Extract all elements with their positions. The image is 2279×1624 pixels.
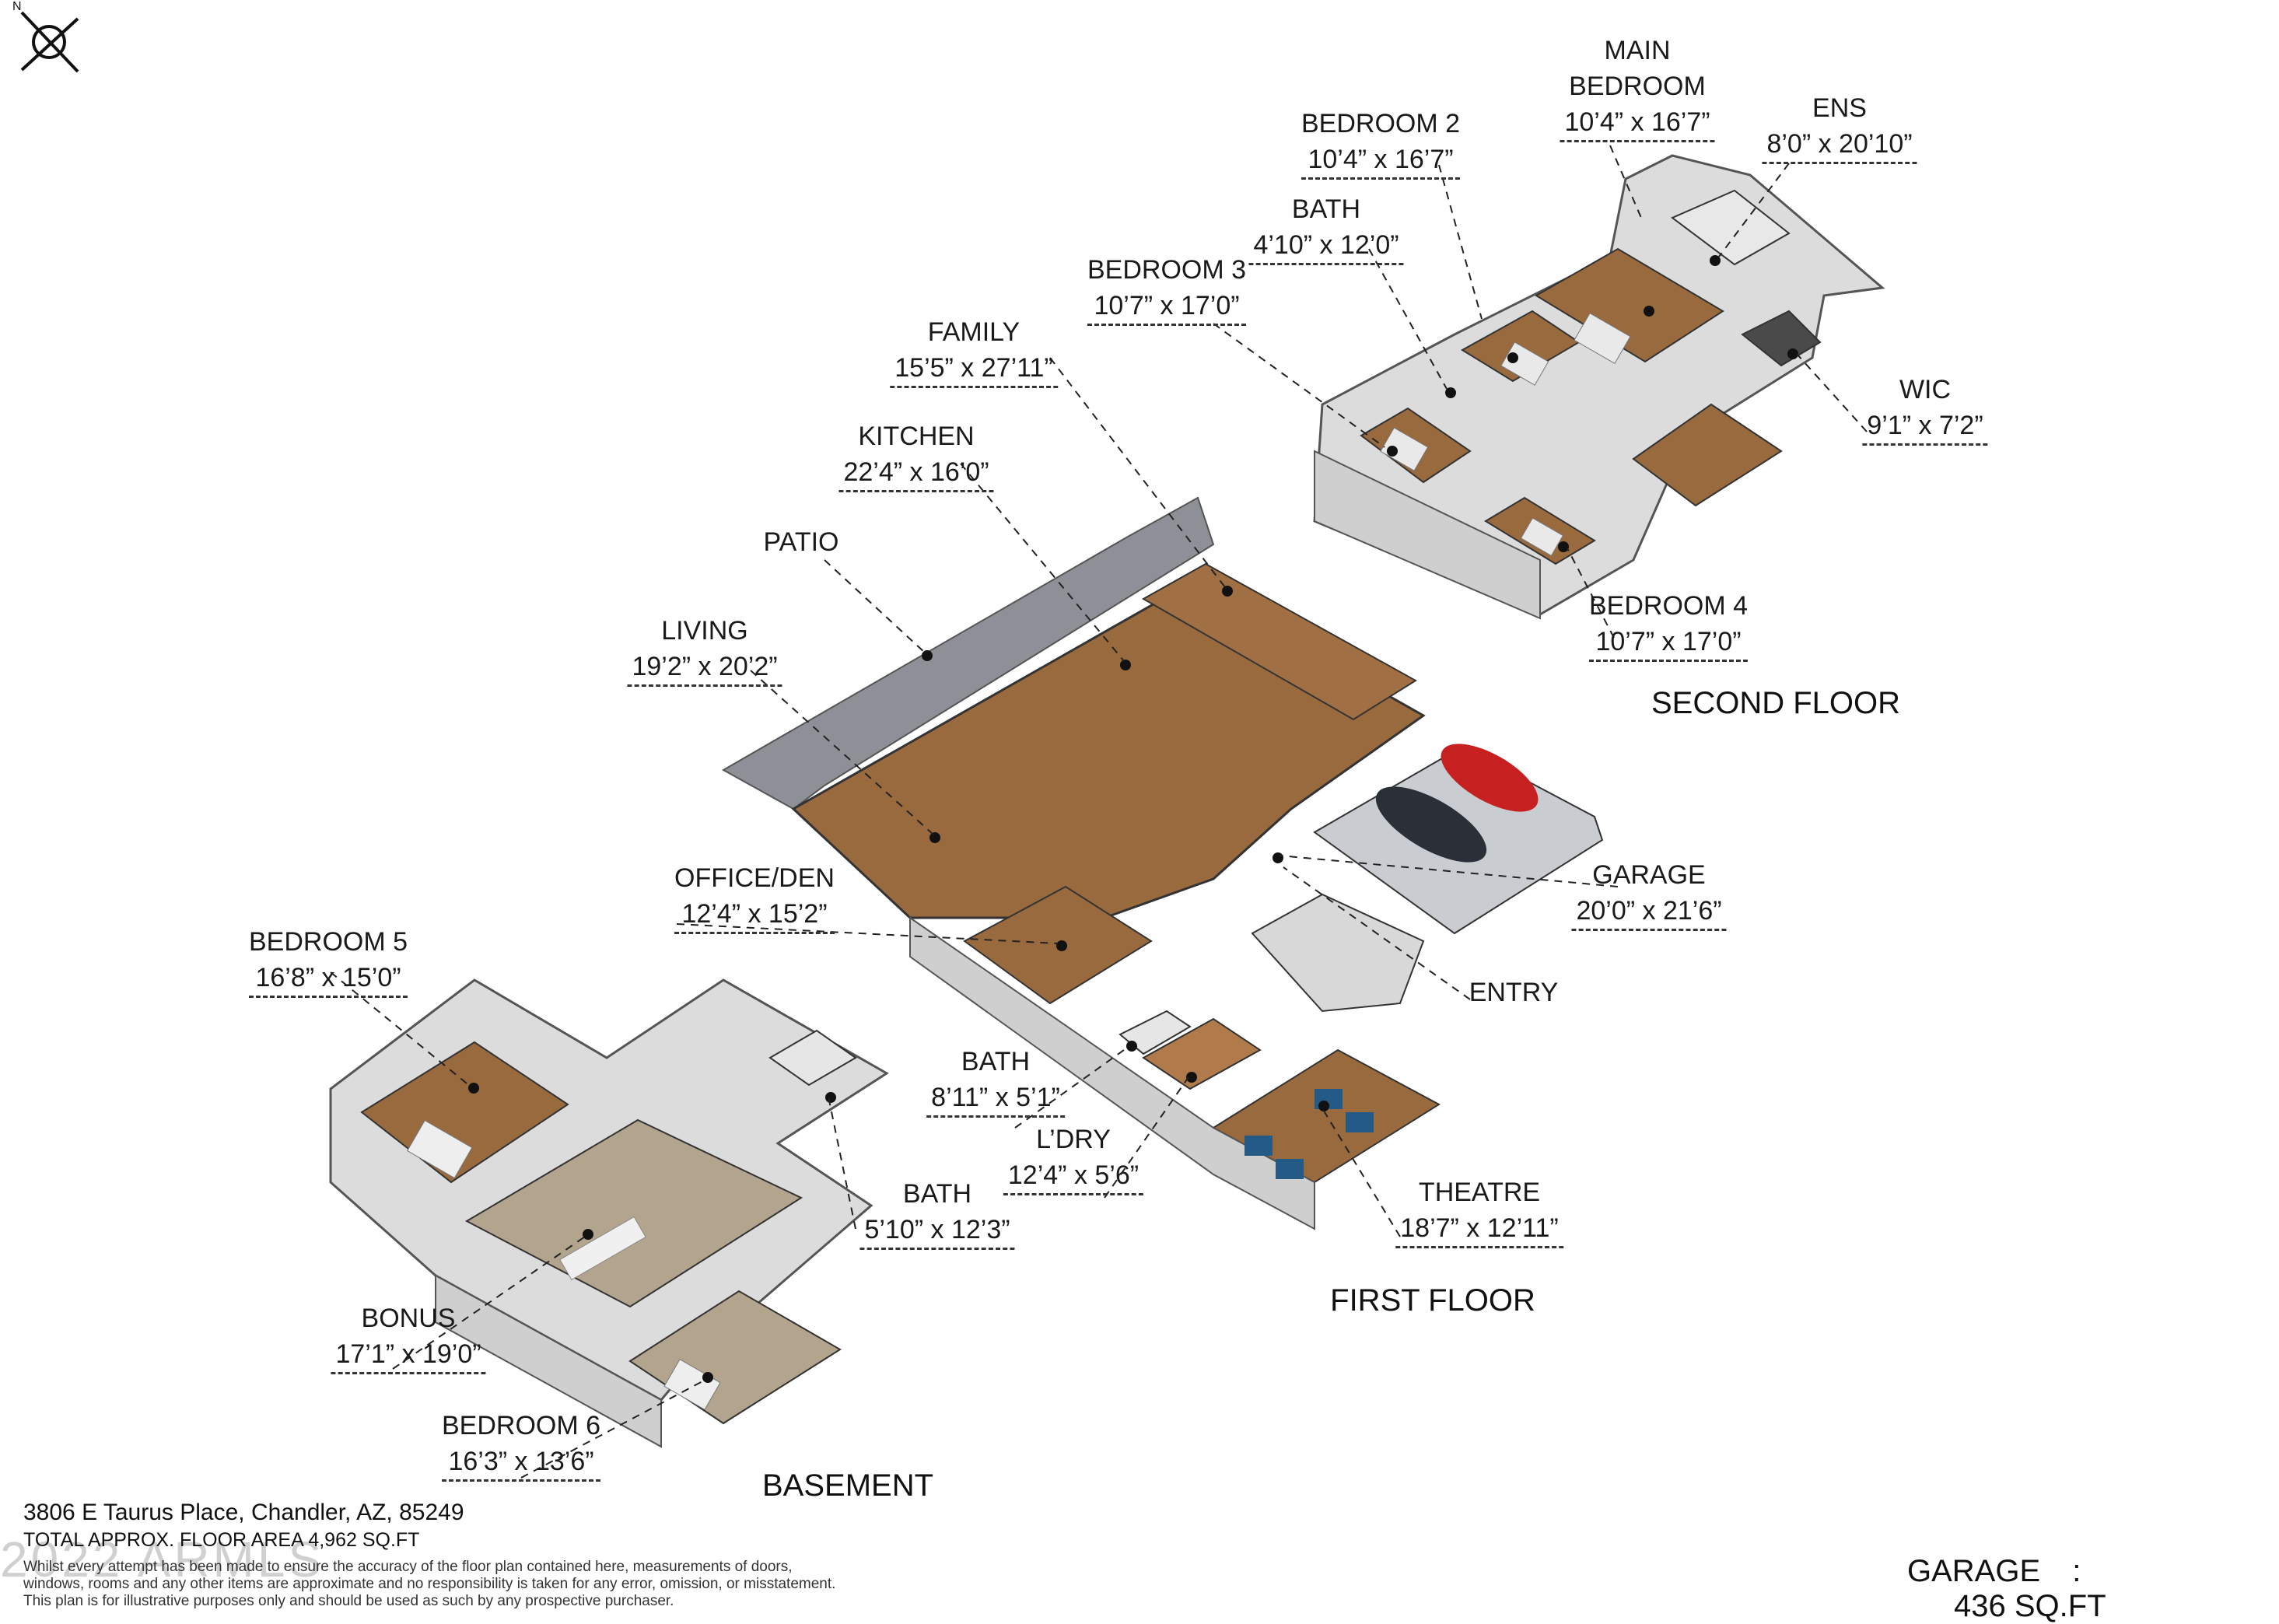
watermark: 2022 ARMLS [0, 1531, 325, 1587]
address: 3806 E Taurus Place, Chandler, AZ, 85249 [23, 1500, 464, 1525]
bedroom4-name: BEDROOM 4 [1588, 591, 1749, 621]
second-floor-model [1313, 154, 1885, 620]
label-family: FAMILY 15’5” x 27’11” [890, 314, 1058, 388]
main-bedroom-name-1: MAIN [1604, 36, 1671, 65]
label-patio: PATIO [764, 524, 839, 560]
garage-summary-label: GARAGE [1907, 1554, 2041, 1588]
ens-floor [1671, 189, 1791, 266]
label-kitchen: KITCHEN 22’4” x 16’0” [838, 418, 994, 492]
kitchen-dims: 22’4” x 16’0” [838, 454, 994, 492]
kitchen-name: KITCHEN [858, 422, 975, 451]
first-floor-model [721, 496, 1604, 1230]
second-floor-title: SECOND FLOOR [1651, 686, 1901, 720]
family-dims: 15’5” x 27’11” [890, 350, 1058, 388]
label-laundry: L’DRY 12’4” x 5’6” [1003, 1122, 1144, 1195]
main-bedroom-dims: 10’4” x 16’7” [1560, 104, 1715, 142]
ens-name: ENS [1812, 93, 1867, 123]
total-floor-area: TOTAL APPROX. FLOOR AREA 4,962 SQ.FT [23, 1529, 420, 1551]
family-name: FAMILY [927, 317, 1020, 347]
label-garage: GARAGE 20’0” x 21’6” [1571, 857, 1727, 931]
basement-model [329, 978, 889, 1448]
theatre-name: THEATRE [1418, 1178, 1541, 1207]
office-name: OFFICE/DEN [674, 863, 835, 893]
garage-area-summary: GARAGE : 436 SQ.FT [1907, 1554, 2279, 1624]
entry-floor [1251, 893, 1425, 1013]
first-floor-wall-front [909, 916, 1315, 1230]
living-dims: 19’2” x 20’2” [627, 649, 782, 687]
bath-first-dims: 8’11” x 5’1” [926, 1080, 1065, 1118]
disclaimer-line-3: This plan is for illustrative purposes o… [23, 1593, 674, 1609]
bed4-bed [1520, 517, 1564, 557]
label-bonus: BONUS 17’1” x 19’0” [331, 1300, 486, 1374]
bedroom3-name: BEDROOM 3 [1087, 255, 1247, 285]
bath-basement-floor [768, 1029, 857, 1087]
north-arrow-icon [20, 11, 79, 73]
second-floor-slab [1313, 154, 1885, 616]
loft-floor [1632, 403, 1783, 507]
wic-floor [1741, 310, 1822, 367]
bath-basement-dims: 5’10” x 12’3” [859, 1212, 1015, 1250]
leader-lines [330, 145, 1868, 1479]
label-main-bedroom: MAIN BEDROOM 10’4” x 16’7” [1560, 33, 1715, 142]
disclaimer-line-2: windows, rooms and any other items are a… [23, 1576, 836, 1592]
wic-name: WIC [1899, 375, 1952, 404]
theatre-dims: 18’7” x 12’11” [1395, 1210, 1563, 1248]
garage-dims: 20’0” x 21’6” [1571, 893, 1727, 931]
garage-summary-separator: : [2072, 1554, 2081, 1588]
bath-first-name: BATH [961, 1047, 1031, 1076]
garage-name: GARAGE [1592, 860, 1706, 890]
label-bedroom6: BEDROOM 6 16’3” x 13’6” [441, 1408, 601, 1482]
label-bedroom3: BEDROOM 3 10’7” x 17’0” [1087, 252, 1247, 326]
second-floor-wall-front [1314, 450, 1541, 620]
bedroom3-dims: 10’7” x 17’0” [1087, 288, 1247, 326]
bedroom2-dims: 10’4” x 16’7” [1301, 142, 1461, 180]
bedroom2-name: BEDROOM 2 [1301, 109, 1461, 138]
living-name: LIVING [661, 616, 748, 646]
bath-upper-name: BATH [1291, 194, 1361, 224]
bath-basement-name: BATH [902, 1179, 972, 1209]
entry-name: ENTRY [1469, 978, 1559, 1007]
garage-summary-value: 436 SQ.FT [1954, 1589, 2106, 1623]
main-bedroom-name-2: BEDROOM [1569, 72, 1706, 101]
bedroom6-name: BEDROOM 6 [441, 1411, 601, 1440]
bath-upper-dims: 4’10” x 12’0” [1248, 227, 1404, 265]
basement-title: BASEMENT [761, 1468, 934, 1503]
laundry-name: L’DRY [1036, 1125, 1111, 1154]
disclaimer-line-1: Whilst every attempt has been made to en… [23, 1559, 793, 1575]
bedroom5-name: BEDROOM 5 [248, 927, 408, 957]
label-living: LIVING 19’2” x 20’2” [627, 613, 782, 687]
black-car [1375, 786, 1487, 863]
patio-name: PATIO [763, 527, 839, 557]
compass-letter: N [12, 0, 22, 13]
label-bath-basement: BATH 5’10” x 12’3” [859, 1176, 1015, 1250]
bedroom6-dims: 16’3” x 13’6” [441, 1444, 601, 1482]
label-office: OFFICE/DEN 12’4” x 15’2” [674, 860, 835, 934]
bed3-bed [1380, 427, 1429, 471]
label-bedroom4: BEDROOM 4 10’7” x 17’0” [1588, 588, 1749, 662]
label-entry: ENTRY [1469, 975, 1559, 1010]
wic-dims: 9’1” x 7’2” [1862, 408, 1988, 446]
label-bath-first: BATH 8’11” x 5’1” [926, 1044, 1065, 1118]
ens-dims: 8’0” x 20’10” [1762, 126, 1917, 164]
bedroom4-dims: 10’7” x 17’0” [1588, 624, 1749, 662]
red-car [1441, 744, 1539, 812]
office-dims: 12’4” x 15’2” [674, 896, 835, 934]
label-ens: ENS 8’0” x 20’10” [1762, 90, 1917, 164]
bonus-dims: 17’1” x 19’0” [331, 1336, 486, 1374]
laundry-dims: 12’4” x 5’6” [1003, 1157, 1144, 1195]
main-bed [1574, 312, 1631, 365]
bonus-name: BONUS [361, 1304, 456, 1333]
basement-wall-front [435, 1274, 662, 1448]
label-bedroom2: BEDROOM 2 10’4” x 16’7” [1301, 106, 1461, 180]
label-theatre: THEATRE 18’7” x 12’11” [1395, 1174, 1563, 1248]
label-bath-upper: BATH 4’10” x 12’0” [1248, 191, 1404, 265]
bedroom5-dims: 16’8” x 15’0” [248, 960, 408, 998]
label-bedroom5: BEDROOM 5 16’8” x 15’0” [248, 924, 408, 998]
first-floor-title: FIRST FLOOR [1330, 1283, 1535, 1318]
family-floor [1141, 562, 1417, 721]
label-wic: WIC 9’1” x 7’2” [1862, 372, 1988, 446]
laundry-floor [1142, 1017, 1262, 1090]
bonus-floor [464, 1118, 803, 1308]
